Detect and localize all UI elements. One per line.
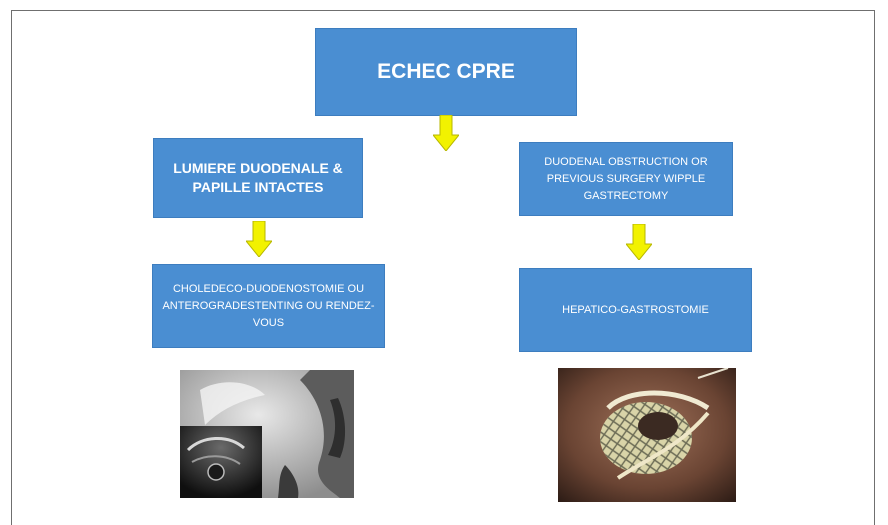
right-procedure-box: HEPATICO-GASTROSTOMIE xyxy=(519,268,752,352)
eus-fluoroscopy-image xyxy=(180,370,354,498)
arrow-down-icon xyxy=(626,224,652,260)
title-box: ECHEC CPRE xyxy=(315,28,577,116)
right-condition-text: DUODENAL OBSTRUCTION OR PREVIOUS SURGERY… xyxy=(526,154,726,205)
right-condition-box: DUODENAL OBSTRUCTION OR PREVIOUS SURGERY… xyxy=(519,142,733,216)
arrow-down-icon xyxy=(246,221,272,257)
left-condition-text: LUMIERE DUODENALE & PAPILLE INTACTES xyxy=(158,159,358,197)
title-text: ECHEC CPRE xyxy=(377,60,515,84)
right-procedure-text: HEPATICO-GASTROSTOMIE xyxy=(562,304,709,316)
endoscopic-stent-image xyxy=(558,368,736,502)
left-procedure-text: CHOLEDECO-DUODENOSTOMIE OU ANTEROGRADEST… xyxy=(159,281,378,332)
left-condition-box: LUMIERE DUODENALE & PAPILLE INTACTES xyxy=(153,138,363,218)
arrow-down-icon xyxy=(433,115,459,151)
left-procedure-box: CHOLEDECO-DUODENOSTOMIE OU ANTEROGRADEST… xyxy=(152,264,385,348)
